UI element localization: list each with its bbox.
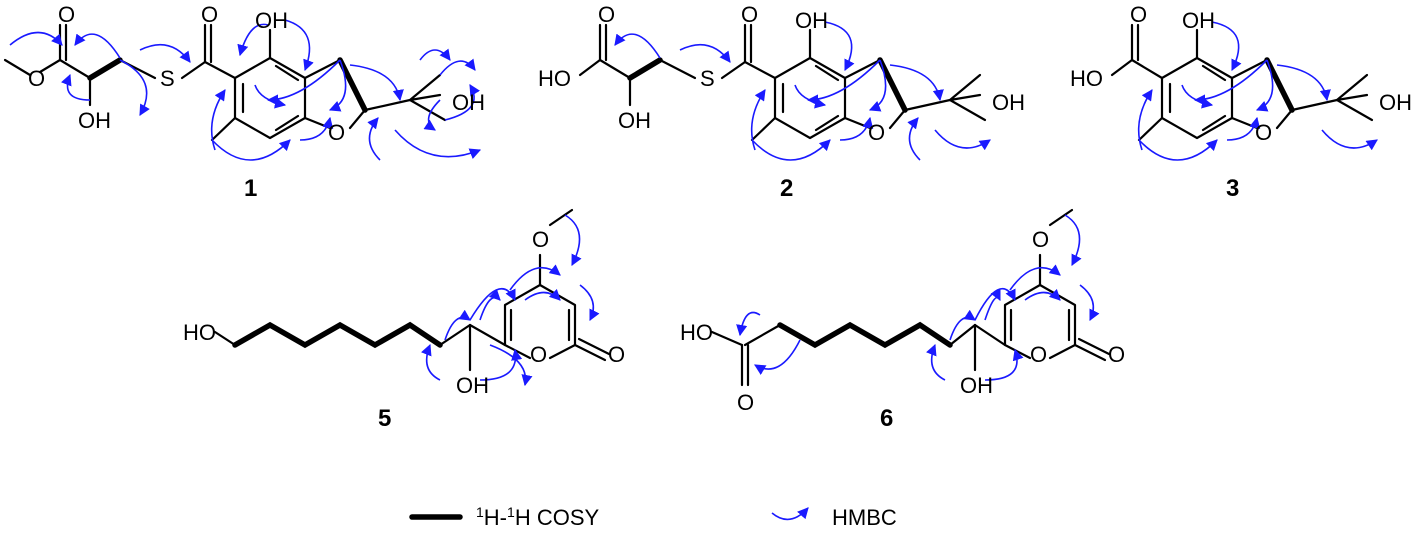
legend: 1H-1H COSY HMBC: [409, 504, 897, 530]
c3-ho: HO: [1070, 66, 1103, 91]
c1-oh-right: OH: [452, 90, 485, 115]
c6-o-methoxy: O: [1032, 227, 1049, 252]
c6-o-ring: O: [1030, 342, 1047, 367]
c5-o-methoxy: O: [532, 227, 549, 252]
c1-number: 1: [244, 175, 257, 202]
c5-o-ring: O: [530, 342, 547, 367]
c3-o-ring: O: [1255, 120, 1272, 145]
c1-o-ester: O: [28, 66, 45, 91]
c3-number: 3: [1226, 175, 1239, 202]
c5-number: 5: [378, 405, 391, 432]
compound-5: HO OH O O O 5: [183, 208, 625, 432]
c6-o-acid: O: [737, 390, 754, 415]
c1-oh-top: OH: [255, 8, 288, 33]
c6-ho: HO: [680, 320, 713, 345]
c2-ho: HO: [538, 66, 571, 91]
c6-number: 6: [880, 405, 893, 432]
c2-oh-top: OH: [795, 8, 828, 33]
c2-s: S: [700, 66, 715, 91]
compound-1: O O S O OH OH O OH 1: [3, 2, 485, 202]
c2-o-carbonyl: O: [598, 2, 615, 27]
c6-oh: OH: [960, 373, 993, 398]
c2-oh-side: OH: [618, 108, 651, 133]
c3-oh-top: OH: [1182, 8, 1215, 33]
c2-number: 2: [780, 175, 793, 202]
compound-3: O HO OH O OH 3: [1070, 2, 1412, 202]
compound-2: O HO S O OH OH O OH 2: [538, 2, 1025, 202]
compound-6: HO O OH O O O 6: [680, 208, 1125, 432]
c5-oh: OH: [456, 373, 489, 398]
c2-oh-right: OH: [992, 90, 1025, 115]
c1-o-carbonyl: O: [58, 2, 75, 27]
c2-o-ring: O: [868, 120, 885, 145]
c3-oh-right: OH: [1379, 90, 1412, 115]
legend-hmbc-arrow: [771, 507, 809, 521]
c5-o-keto: O: [608, 342, 625, 367]
c5-ho: HO: [183, 320, 216, 345]
legend-hmbc-label: HMBC: [832, 505, 897, 530]
c2-o-thioester: O: [741, 2, 758, 27]
c3-o-carbonyl: O: [1130, 2, 1147, 27]
c6-o-keto: O: [1108, 342, 1125, 367]
c1-oh-side: OH: [78, 108, 111, 133]
c1-o-ring: O: [328, 120, 345, 145]
legend-cosy-label: 1H-1H COSY: [476, 504, 599, 530]
c1-s: S: [160, 66, 175, 91]
c1-o-thioester: O: [201, 2, 218, 27]
